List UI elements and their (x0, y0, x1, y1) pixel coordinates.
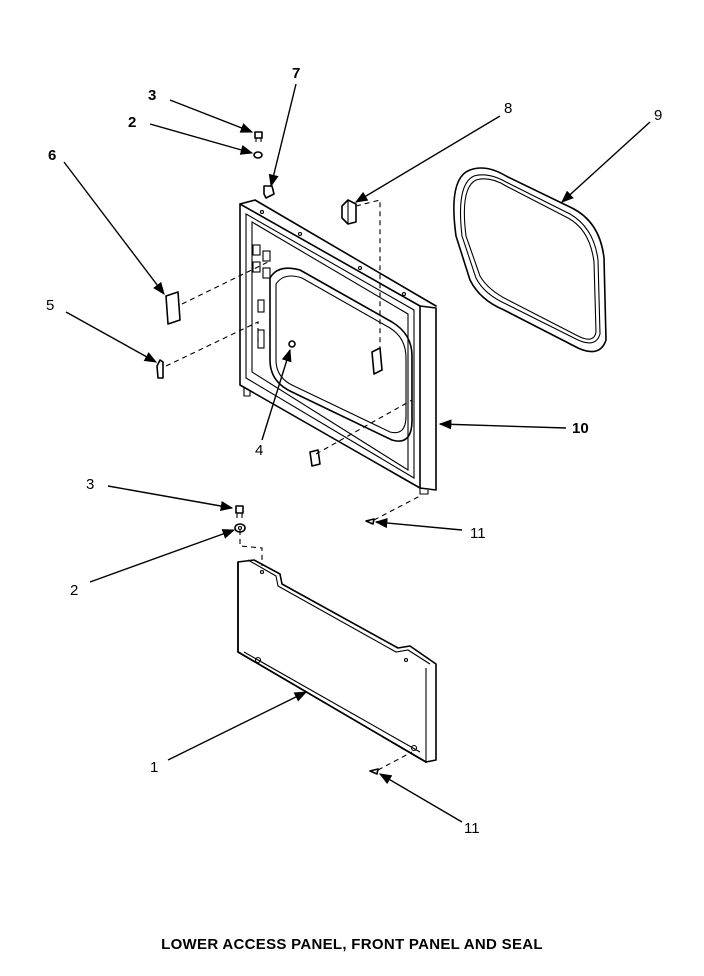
callout-5: 5 (46, 297, 54, 314)
callout-10: 10 (572, 420, 589, 437)
callout-1: 1 (150, 759, 158, 776)
callout-3-low: 3 (86, 476, 94, 493)
screw-part-11-low (369, 768, 379, 775)
callout-2-low: 2 (70, 582, 78, 599)
callout-2-top: 2 (128, 114, 136, 131)
lower-access-panel (237, 559, 437, 763)
clip-part-7 (263, 185, 275, 199)
callout-8: 8 (504, 100, 512, 117)
front-panel (239, 199, 437, 495)
washer-part-2-top (253, 151, 263, 159)
callout-11-mid: 11 (470, 525, 486, 542)
clip-bottom (309, 449, 321, 467)
screw-part-3-top (254, 131, 263, 142)
callout-9: 9 (654, 107, 662, 124)
screw-part-11-mid (365, 518, 375, 525)
screw-part-3-low (235, 505, 244, 518)
callout-4: 4 (255, 442, 263, 459)
clip-part-4 (288, 340, 296, 348)
leader-lines (63, 83, 651, 823)
callout-6: 6 (48, 147, 56, 164)
strike-plate (371, 347, 383, 375)
clip-part-5 (156, 359, 164, 379)
door-seal (453, 167, 607, 353)
pad-part-6 (165, 291, 181, 325)
callout-3-top: 3 (148, 87, 156, 104)
callout-7: 7 (292, 65, 300, 82)
assembly-lines (165, 199, 421, 771)
latch-part-8 (341, 199, 357, 225)
diagram-caption: LOWER ACCESS PANEL, FRONT PANEL AND SEAL (161, 936, 543, 953)
callout-11-low: 11 (464, 820, 480, 837)
